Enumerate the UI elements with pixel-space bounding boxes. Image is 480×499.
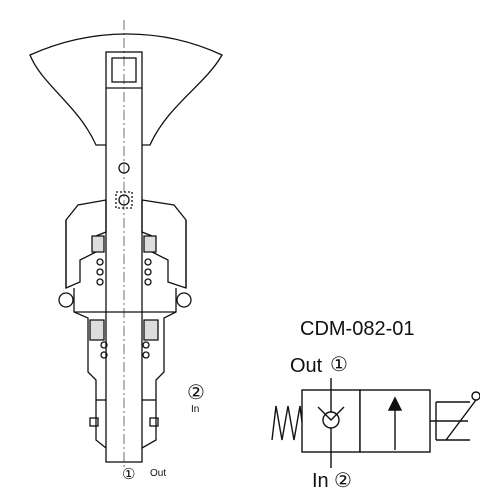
port-1-label: Out	[150, 468, 167, 479]
check-valve-seat	[317, 406, 345, 421]
symbol-in-label: In	[312, 470, 329, 492]
spring-icon	[271, 405, 303, 441]
symbol-out-label: Out	[290, 355, 323, 377]
port-1-circle: ①	[122, 466, 136, 483]
port-2-label: In	[191, 404, 200, 415]
model-number: CDM-082-01	[300, 318, 415, 340]
o-ring	[58, 292, 74, 308]
hydraulic-symbol	[271, 378, 480, 468]
port-2-circle: ②	[187, 382, 205, 404]
cartridge-section-view	[29, 20, 223, 470]
symbol-out-circle: ①	[330, 354, 348, 376]
symbol-in-circle: ②	[334, 470, 352, 492]
